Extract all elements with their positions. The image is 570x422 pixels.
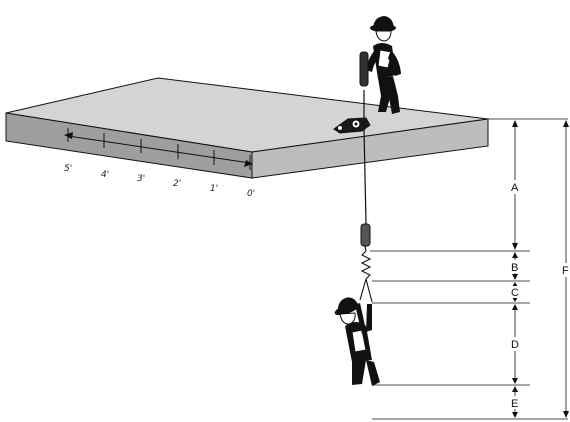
distance-scale: 5' 4' 3' 2' 1' 0' <box>64 128 255 199</box>
standing-worker-icon <box>359 16 401 114</box>
dimension-label-a: A <box>511 182 519 194</box>
dimension-label-f: F <box>562 265 569 277</box>
scale-label-0ft: 0' <box>247 189 255 199</box>
dimension-label-e: E <box>511 398 518 410</box>
dimension-label-d: D <box>511 339 519 351</box>
dimension-label-b: B <box>511 262 518 274</box>
dimension-label-c: C <box>511 287 519 299</box>
lifeline <box>359 90 373 303</box>
scale-label-5ft: 5' <box>64 164 72 174</box>
dimension-labels: A B C D E F <box>509 180 570 410</box>
suspended-worker-icon <box>334 297 380 386</box>
energy-absorber-icon <box>360 223 371 247</box>
scale-label-4ft: 4' <box>101 170 109 180</box>
scale-label-2ft: 2' <box>173 179 181 189</box>
scale-label-1ft: 1' <box>210 184 218 194</box>
reference-lines <box>370 118 568 420</box>
scale-label-3ft: 3' <box>137 174 145 184</box>
anchor-device-icon <box>333 117 371 134</box>
deployed-absorber-spring <box>360 250 372 280</box>
roof-side-edge <box>251 118 489 179</box>
